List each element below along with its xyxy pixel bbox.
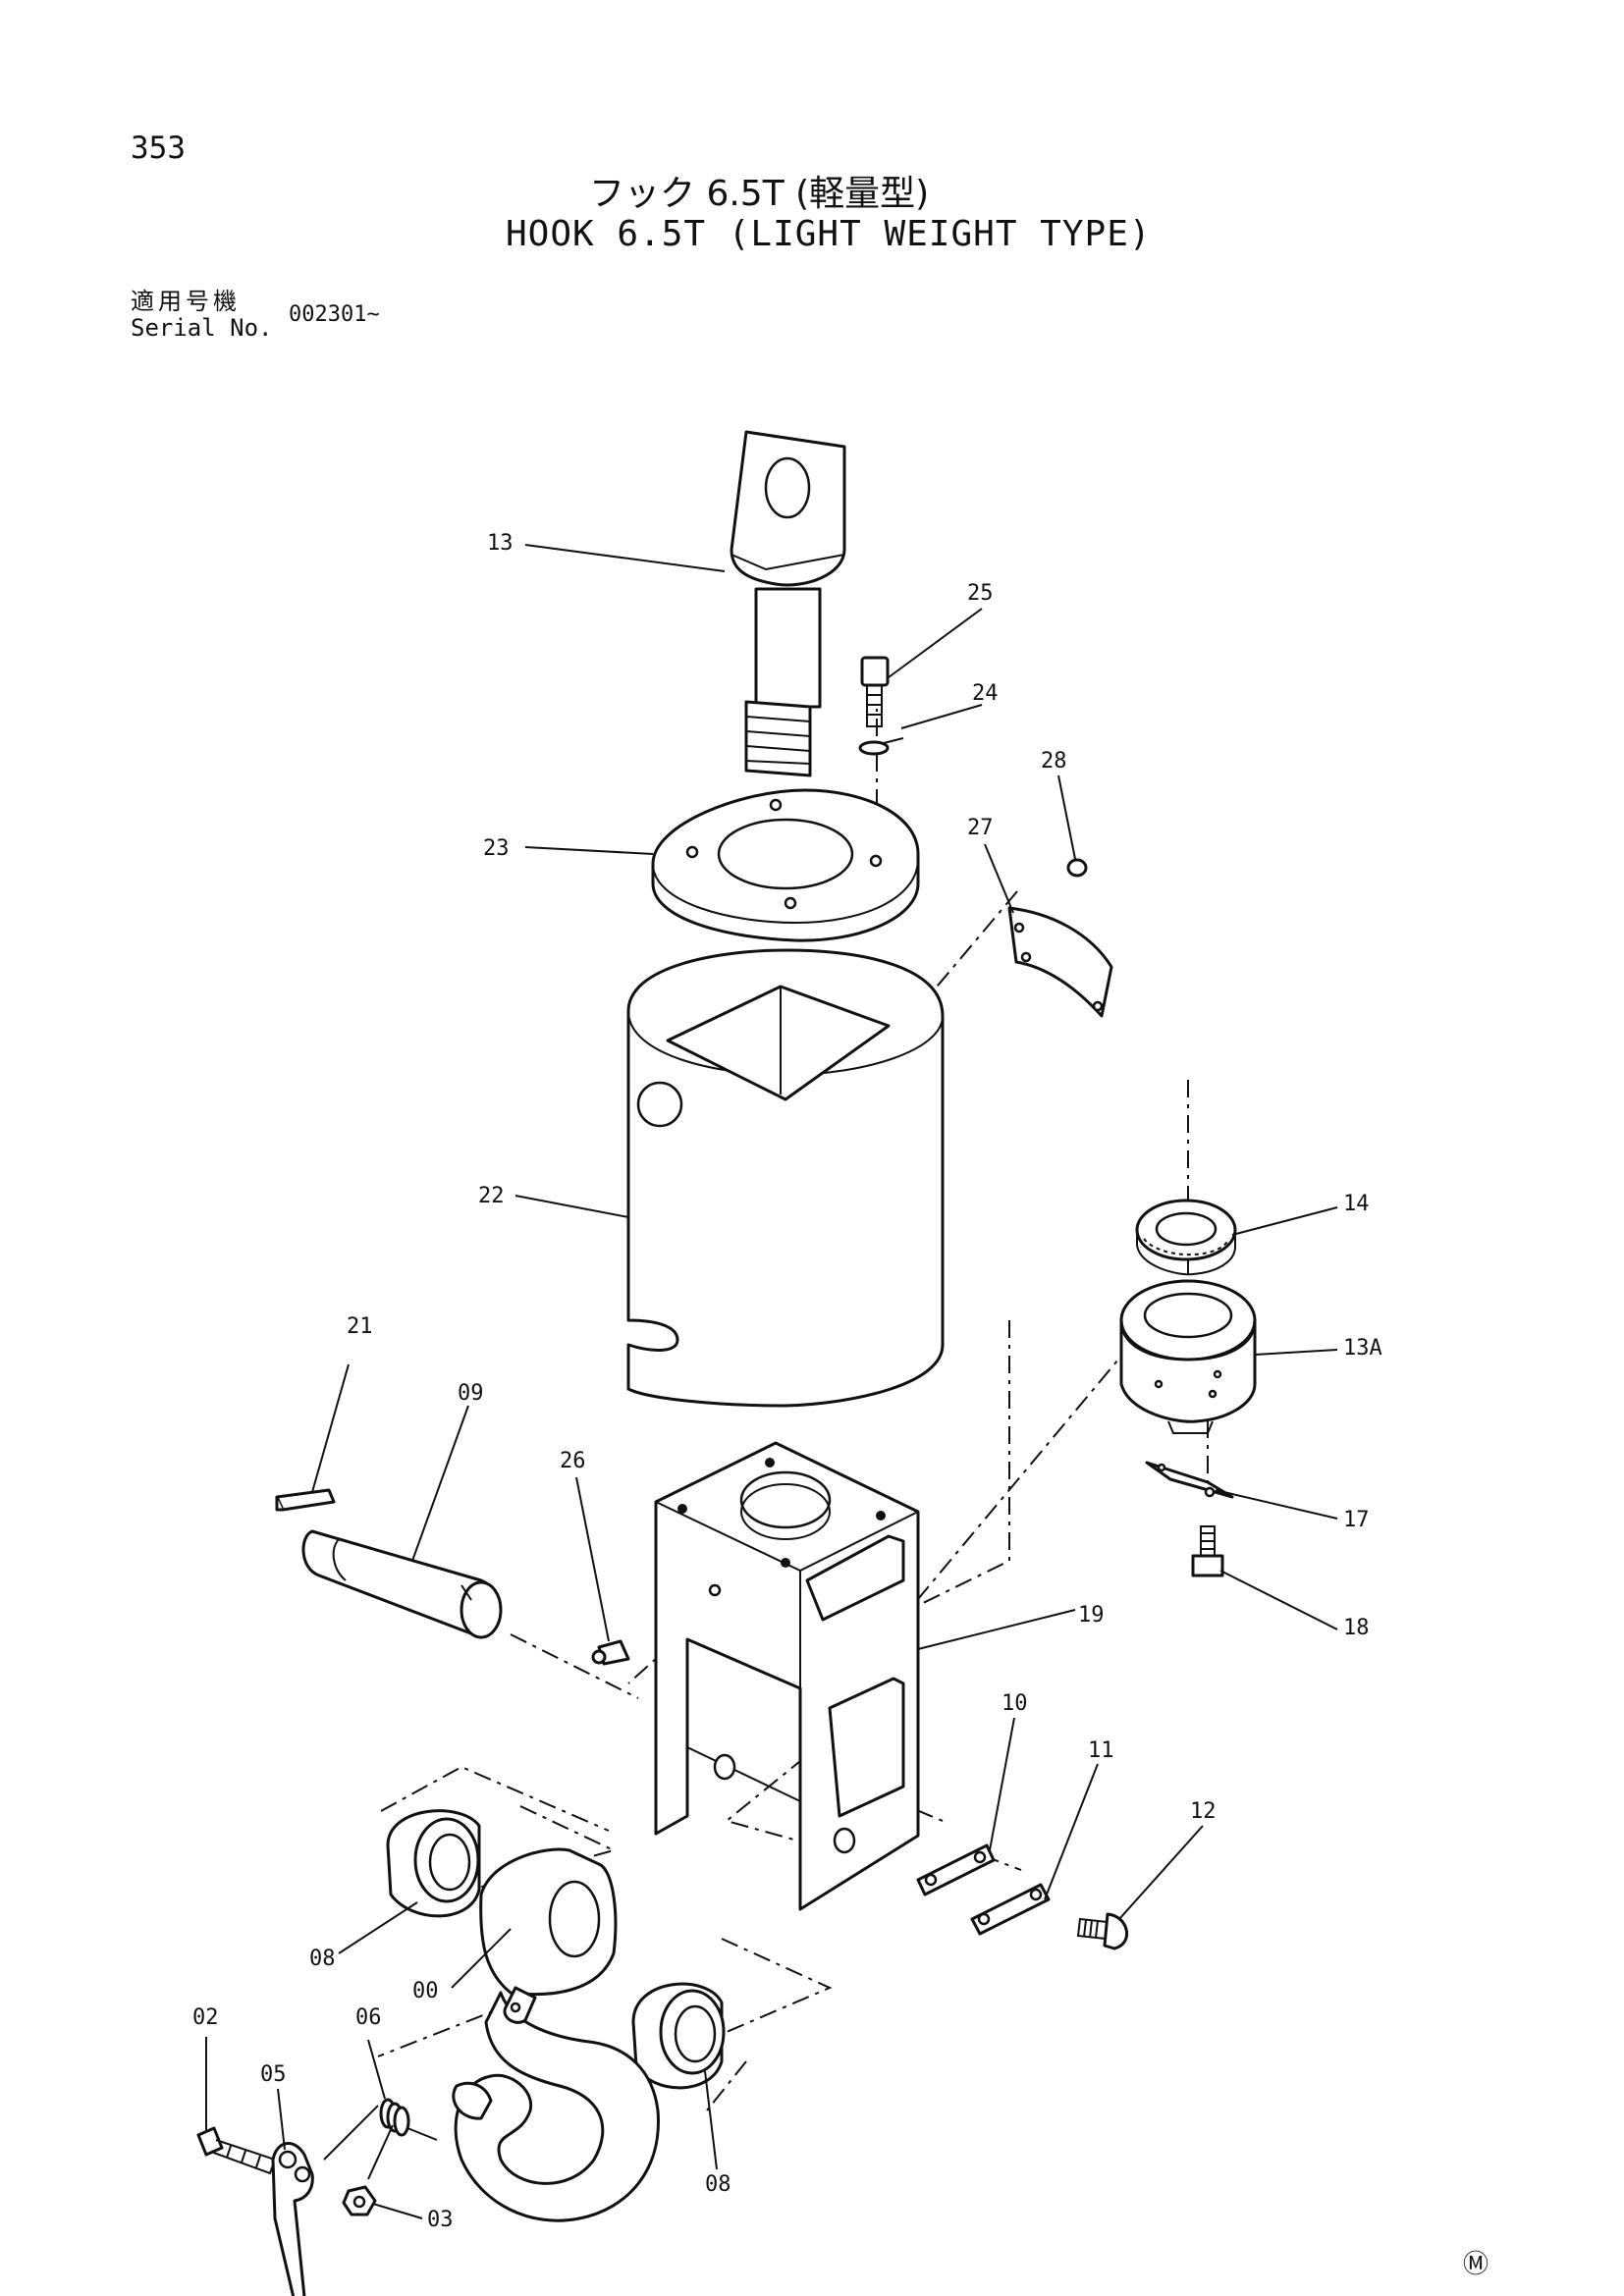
part-21-key: [275, 1488, 336, 1512]
callout-03: 03: [427, 2208, 454, 2232]
callout-06: 06: [355, 2005, 382, 2030]
part-09-pin: [301, 1529, 503, 1639]
footer-m-mark: Ⓜ: [1463, 2250, 1489, 2279]
part-02-bolt: [196, 2126, 277, 2175]
callout-27: 27: [967, 816, 994, 840]
part-28-screw: [1066, 858, 1088, 878]
callout-09: 09: [458, 1381, 484, 1406]
callout-11: 11: [1088, 1738, 1114, 1763]
part-05-latch: [271, 2142, 314, 2296]
callout-00: 00: [412, 1979, 439, 2003]
callout-28: 28: [1041, 749, 1067, 774]
leader-lines: [205, 544, 1338, 2219]
part-23-plate: [651, 788, 920, 942]
part-00-hook: [452, 1847, 660, 2222]
part-13-eye-bolt: [730, 430, 846, 777]
part-14-thrust-bearing: [1135, 1199, 1237, 1276]
part-10-plate: [916, 1843, 996, 1896]
callout-02: 02: [192, 2005, 219, 2030]
callout-13a: 13A: [1343, 1336, 1382, 1361]
part-03-nut: [342, 2185, 377, 2216]
callout-22: 22: [478, 1184, 505, 1208]
part-08-bushing-lower: [631, 1982, 726, 2090]
part-26-grease-nipple: [591, 1639, 630, 1666]
part-11-plate: [970, 1883, 1051, 1936]
callout-25: 25: [967, 581, 994, 606]
part-12-bolt: [1076, 1912, 1129, 1950]
part-08-bushing-upper: [386, 1809, 481, 1918]
callout-18: 18: [1343, 1616, 1370, 1640]
callout-26: 26: [560, 1449, 586, 1473]
callout-14: 14: [1343, 1192, 1370, 1216]
part-22-cover: [626, 948, 945, 1408]
part-13a-nut: [1119, 1279, 1257, 1434]
page-title-english: HOOK 6.5T (LIGHT WEIGHT TYPE): [506, 214, 1152, 254]
callout-17: 17: [1343, 1508, 1370, 1532]
part-24-lock-washer: [858, 737, 904, 756]
part-17-lock-plate: [1145, 1461, 1234, 1499]
page-title-japanese: フック 6.5T (軽量型): [589, 174, 930, 214]
callout-24: 24: [972, 681, 999, 706]
callout-10: 10: [1001, 1691, 1028, 1716]
callout-05: 05: [260, 2062, 287, 2087]
part-25-bolt: [860, 656, 890, 727]
callout-23: 23: [483, 836, 510, 861]
serial-number-value: 002301~: [289, 302, 380, 327]
part-19-frame: [654, 1441, 920, 1911]
page-number: 353: [131, 131, 186, 166]
callout-12: 12: [1190, 1799, 1217, 1824]
serial-label-japanese: 適用号機: [131, 288, 241, 315]
callout-13: 13: [487, 531, 514, 556]
callout-21: 21: [347, 1314, 373, 1339]
serial-label-english: Serial No.: [131, 314, 273, 342]
callout-labels: 13 25 24 28 23 27 22 14 13A 21 09 26 17 …: [192, 531, 1382, 2232]
callout-08-upper: 08: [309, 1947, 336, 1971]
callout-19: 19: [1078, 1603, 1105, 1628]
part-18-bolt: [1191, 1525, 1224, 1577]
callout-08-lower: 08: [705, 2172, 731, 2197]
part-06-spring: [323, 2098, 438, 2180]
part-27-name-plate: [1007, 906, 1113, 1018]
